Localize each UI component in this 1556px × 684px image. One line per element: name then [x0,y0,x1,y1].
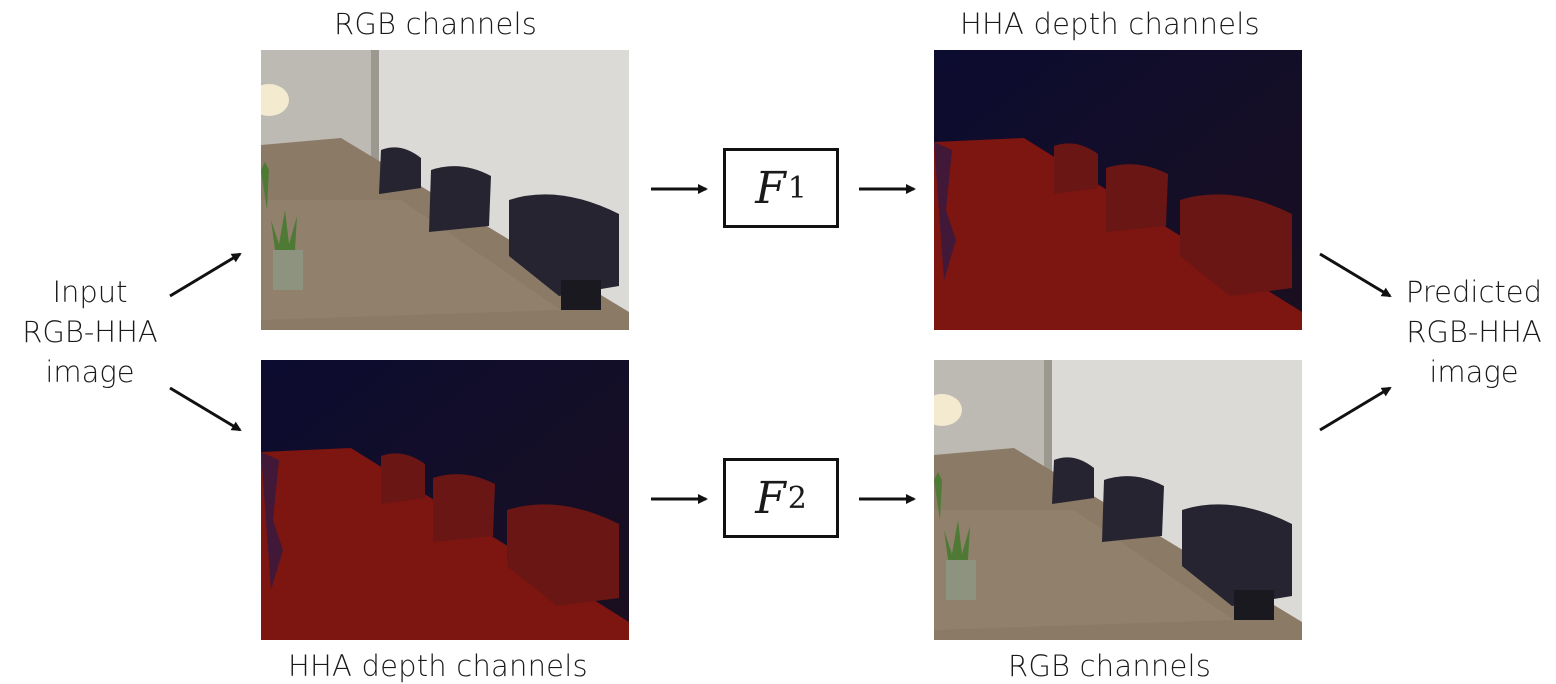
output-label-line-1: Predicted [1405,275,1543,309]
input-label-line-2: RGB-HHA [22,315,158,349]
function-1-subscript: 1 [787,170,807,206]
caption-bottom-right: RGB channels [1008,649,1212,683]
rgb-image-bottom-right [934,360,1302,640]
hha-image-top-right [934,50,1302,330]
hha-image-bottom-left [261,360,629,640]
caption-bottom-left: HHA depth channels [288,649,588,683]
function-1-symbol: F [755,162,786,214]
rgb-image-top-left [261,50,629,330]
input-label: Input RGB-HHA image [8,272,172,392]
input-label-line-3: image [45,355,135,389]
caption-top-left: RGB channels [334,7,538,41]
arrow-input-to-rgb [169,252,242,298]
output-label-line-2: RGB-HHA [1406,315,1542,349]
arrow-hha-to-output [1319,252,1392,298]
output-label-line-3: image [1429,355,1519,389]
arrow-input-to-hha [169,386,242,432]
caption-top-right: HHA depth channels [960,7,1260,41]
arrow-rgb-to-output [1319,386,1392,432]
function-2-subscript: 2 [787,480,807,516]
function-2-symbol: F [755,472,786,524]
output-label: Predicted RGB-HHA image [1392,272,1556,392]
input-label-line-1: Input [52,275,128,309]
